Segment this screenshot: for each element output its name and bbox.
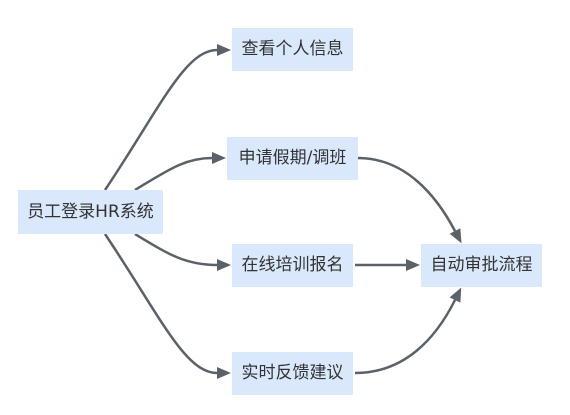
edge-realtime-feedback-to-auto-approval xyxy=(354,287,462,375)
node-employee-login: 员工登录HR系统 xyxy=(18,190,163,234)
node-view-personal-info: 查看个人信息 xyxy=(232,28,353,71)
node-label: 实时反馈建议 xyxy=(241,363,344,383)
node-label: 员工登录HR系统 xyxy=(27,201,154,222)
edge-employee-login-to-realtime-feedback xyxy=(103,233,231,379)
node-label: 查看个人信息 xyxy=(241,39,344,59)
edge-employee-login-to-view-personal-info xyxy=(103,44,231,191)
node-leave-shift-request: 申请假期/调班 xyxy=(227,137,358,180)
node-auto-approval: 自动审批流程 xyxy=(421,244,542,287)
edge-leave-shift-request-to-auto-approval xyxy=(357,156,462,244)
edge-employee-login-to-training-signup xyxy=(134,232,231,271)
node-label: 申请假期/调班 xyxy=(238,148,347,168)
edge-employee-login-to-leave-shift-request xyxy=(134,152,226,192)
node-label: 在线培训报名 xyxy=(241,255,344,275)
node-realtime-feedback: 实时反馈建议 xyxy=(232,352,353,395)
node-label: 自动审批流程 xyxy=(430,255,533,275)
node-training-signup: 在线培训报名 xyxy=(232,244,353,287)
